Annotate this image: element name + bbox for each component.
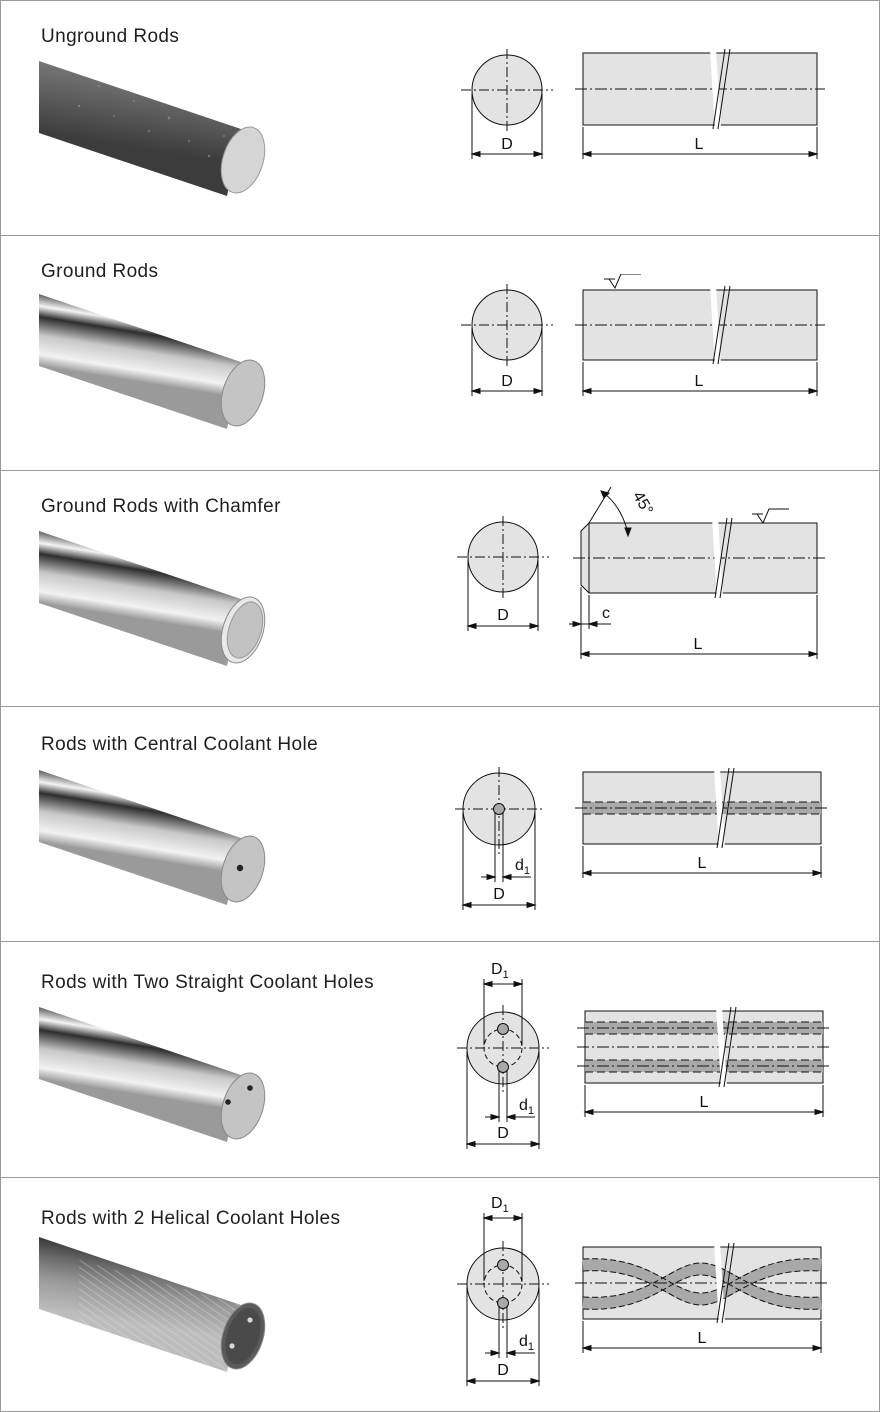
row-helical-coolant: Rods with 2 Helical Coolant Holes	[1, 1178, 879, 1411]
row-title: Ground Rods	[41, 261, 159, 282]
row-title: Rods with Two Straight Coolant Holes	[41, 972, 374, 993]
dim-c: c	[602, 605, 610, 622]
dim-d1: d1	[519, 1333, 534, 1353]
row-two-straight-coolant: Rods with Two Straight Coolant Holes	[1, 942, 879, 1178]
unground-rod-photo	[39, 61, 266, 196]
ground-rod-drawing: D L	[461, 274, 825, 396]
dim-D1: D1	[491, 961, 509, 981]
dim-D1: D1	[491, 1195, 509, 1215]
dim-D: D	[493, 886, 505, 903]
row-central-coolant: Rods with Central Coolant Hole	[1, 707, 879, 942]
chamfered-rod-photo	[39, 531, 266, 666]
chamfered-rod-drawing: D c L 45°	[457, 486, 825, 659]
row-unground-rods: Unground Rods	[1, 1, 879, 236]
dim-L: L	[698, 855, 707, 872]
unground-rod-drawing: D L	[461, 48, 825, 159]
dim-D: D	[497, 1362, 509, 1379]
dim-d1: d1	[519, 1097, 534, 1117]
row-ground-rods-chamfer: Ground Rods with Chamfer	[1, 471, 879, 707]
central-coolant-rod-photo	[39, 770, 266, 905]
row-title: Rods with 2 Helical Coolant Holes	[41, 1208, 341, 1229]
row-title: Ground Rods with Chamfer	[41, 496, 281, 517]
ground-rod-photo	[39, 294, 266, 429]
row-title: Rods with Central Coolant Hole	[41, 734, 319, 755]
dim-D: D	[497, 607, 509, 624]
chamfer-angle: 45°	[629, 489, 656, 518]
dim-L: L	[695, 373, 704, 390]
dim-D: D	[501, 136, 513, 153]
dim-L: L	[695, 136, 704, 153]
dim-d1: d1	[515, 857, 530, 877]
dim-L: L	[698, 1330, 707, 1347]
helical-coolant-drawing: D1 d1 D L	[457, 1195, 829, 1386]
central-coolant-drawing: d1 D L	[455, 767, 829, 910]
two-straight-coolant-rod-photo	[39, 1007, 266, 1142]
row-title: Unground Rods	[41, 26, 180, 47]
dim-L: L	[700, 1094, 709, 1111]
dim-D: D	[497, 1125, 509, 1142]
row-ground-rods: Ground Rods	[1, 236, 879, 471]
two-straight-coolant-drawing: D1 d1 D L	[457, 961, 831, 1149]
helical-coolant-rod-photo	[39, 1237, 266, 1372]
dim-L: L	[694, 636, 703, 653]
dim-D: D	[501, 373, 513, 390]
